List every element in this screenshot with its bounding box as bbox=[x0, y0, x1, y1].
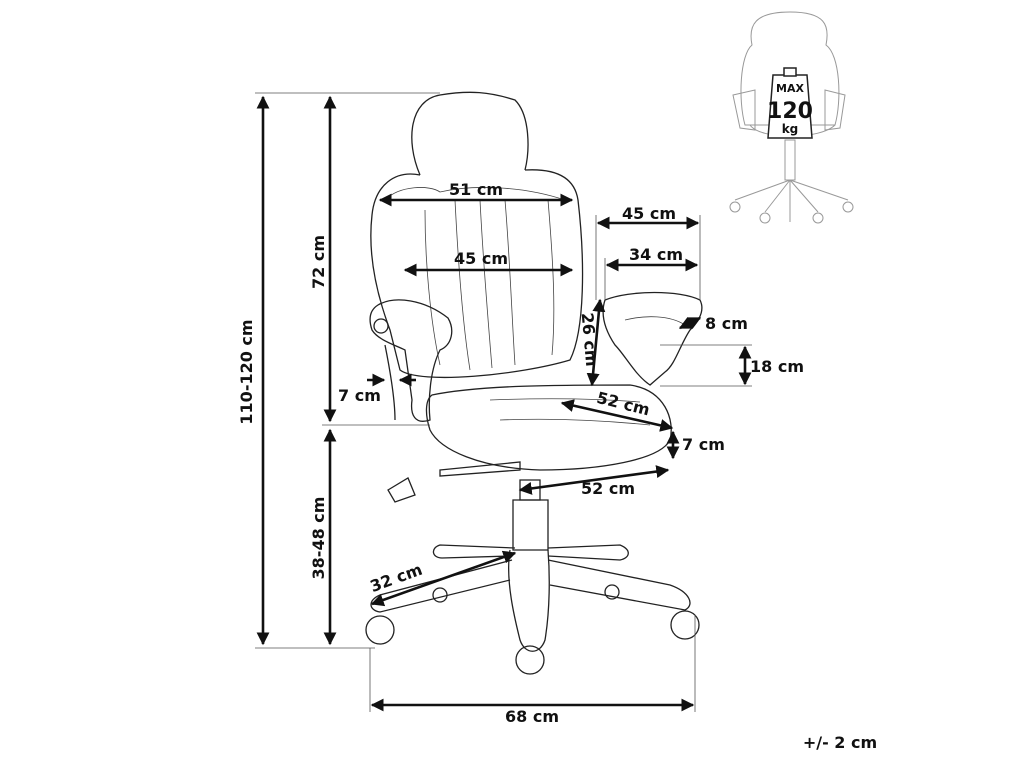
label-seat-width: 52 cm bbox=[581, 479, 635, 498]
label-armrest-width: 8 cm bbox=[705, 314, 748, 333]
label-base-width: 68 cm bbox=[505, 707, 559, 726]
max-load-unit: kg bbox=[782, 122, 799, 136]
chair-drawing bbox=[365, 91, 703, 675]
label-seat-height: 38-48 cm bbox=[309, 497, 328, 580]
label-seat-depth: 52 cm bbox=[595, 388, 652, 419]
label-backrest-height: 72 cm bbox=[309, 235, 328, 289]
tolerance-note: +/- 2 cm bbox=[803, 733, 877, 752]
label-armrest-length-inner: 34 cm bbox=[629, 245, 683, 264]
max-load-value: 120 bbox=[767, 99, 813, 124]
label-seat-thickness: 7 cm bbox=[682, 435, 725, 454]
label-total-height: 110-120 cm bbox=[237, 319, 256, 424]
label-armrest-length-outer: 45 cm bbox=[622, 204, 676, 223]
dimension-arrows bbox=[256, 95, 752, 712]
max-load-thumbnail: MAX 120 kg bbox=[729, 11, 854, 224]
label-armrest-side: 18 cm bbox=[750, 357, 804, 376]
label-backrest-width-lower: 45 cm bbox=[454, 249, 508, 268]
label-backrest-width-top: 51 cm bbox=[449, 180, 503, 199]
label-armrest-gap: 7 cm bbox=[338, 386, 381, 405]
extension-lines bbox=[255, 92, 752, 712]
label-armrest-height: 26 cm bbox=[578, 312, 602, 367]
dimension-labels: 110-120 cm 72 cm 38-48 cm 51 cm 45 cm 45… bbox=[237, 180, 877, 752]
max-load-label: MAX bbox=[776, 82, 804, 95]
